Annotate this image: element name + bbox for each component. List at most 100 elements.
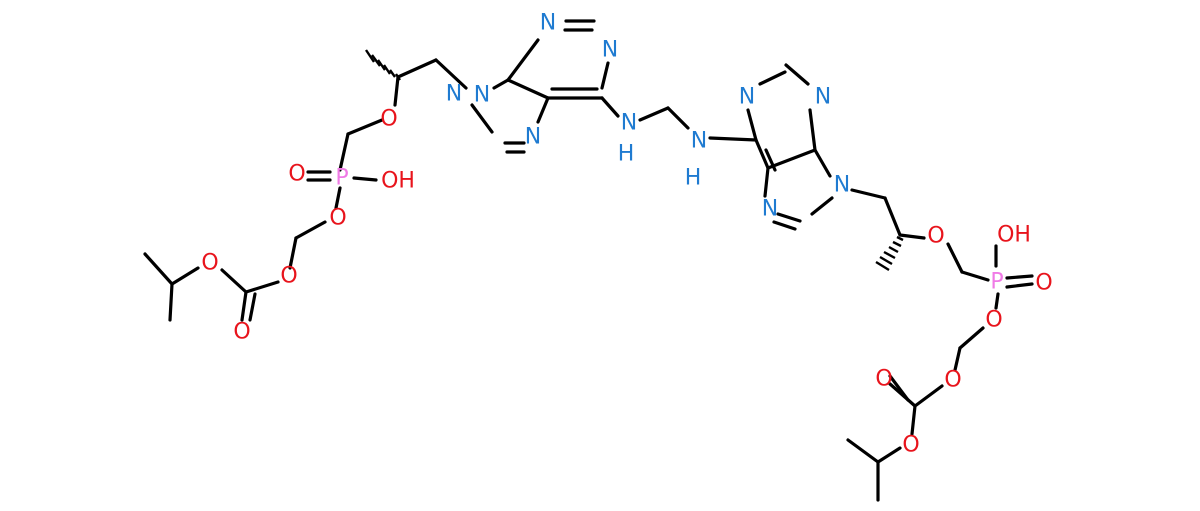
oxygen-atom: O — [380, 107, 397, 132]
bond — [994, 292, 1000, 310]
bond — [898, 233, 926, 240]
bond — [946, 242, 964, 274]
nitrogen-atom: N — [621, 111, 637, 136]
bond — [776, 212, 802, 223]
bond — [170, 266, 200, 286]
bond — [763, 166, 770, 198]
bond — [846, 438, 880, 464]
bond — [393, 75, 400, 107]
nitrogen-atom: N — [602, 38, 618, 63]
bond — [600, 61, 610, 90]
bond — [772, 220, 797, 231]
nitrogen-atom: N — [540, 11, 556, 36]
hydrogen-atom: H — [685, 166, 702, 191]
hash-line — [371, 54, 381, 67]
bond — [784, 63, 810, 86]
bond — [888, 374, 910, 402]
oxygen-atom: O — [875, 367, 892, 392]
bond — [1005, 274, 1034, 280]
nitrogen-atom: N — [762, 197, 778, 222]
bond — [708, 136, 758, 142]
nitrogen-atom: N — [691, 129, 707, 154]
bond — [808, 108, 817, 152]
nitrogen-atom: N — [834, 173, 850, 198]
nitrogen-atom: N — [739, 85, 755, 110]
oxygen-atom: O — [944, 368, 961, 393]
hash-line — [883, 250, 896, 260]
hash-line — [879, 255, 893, 266]
oxygen-atom: O — [288, 162, 305, 187]
bond — [220, 268, 248, 294]
bond — [766, 148, 817, 170]
bond — [666, 106, 690, 130]
bond — [288, 236, 298, 270]
bond — [600, 96, 620, 118]
bond — [492, 78, 510, 90]
bond — [244, 280, 280, 294]
bond — [240, 290, 248, 322]
bond — [953, 346, 962, 372]
hash-line — [395, 73, 401, 81]
hydroxyl-group: OH — [381, 169, 415, 194]
hash-line — [892, 240, 902, 248]
atom-labels: N N N N N N H N H N N N N O O P OH O O O… — [201, 11, 1052, 458]
phosphorus-atom: P — [335, 166, 348, 191]
bond — [913, 384, 944, 408]
oxygen-atom: O — [329, 206, 346, 231]
hash-line — [365, 49, 375, 63]
bond — [470, 103, 494, 134]
bond — [876, 446, 902, 464]
bond — [352, 176, 378, 182]
hash-line — [875, 260, 890, 272]
phosphorus-atom: P — [990, 270, 1003, 295]
oxygen-atom: O — [902, 433, 919, 458]
bond — [850, 188, 887, 200]
bond — [883, 196, 902, 237]
hash-line — [377, 59, 386, 71]
stereo-hashed-bond — [365, 49, 401, 81]
bond — [338, 132, 350, 172]
bond — [764, 148, 777, 172]
hash-line — [383, 64, 391, 75]
bond — [758, 70, 787, 86]
hydrogen-atom: H — [618, 142, 635, 167]
bonds — [143, 19, 1034, 502]
nitrogen-atom: N — [815, 85, 831, 110]
bond — [810, 196, 834, 216]
bond — [746, 108, 758, 142]
nitrogen-atom: N — [446, 82, 462, 107]
bond — [506, 78, 550, 100]
bond — [346, 118, 384, 136]
bond — [910, 404, 917, 436]
oxygen-atom: O — [927, 224, 944, 249]
bond — [1005, 282, 1034, 289]
stereo-hashed-bond — [875, 235, 904, 272]
oxygen-atom: O — [233, 320, 250, 345]
bond — [168, 282, 174, 322]
bond — [813, 148, 832, 178]
hash-line — [389, 69, 396, 78]
bond — [294, 220, 327, 240]
nitrogen-atom: N — [525, 125, 541, 150]
bond — [334, 186, 342, 210]
bond — [434, 58, 468, 90]
oxygen-atom: O — [985, 308, 1002, 333]
bond — [536, 96, 550, 124]
bond — [638, 106, 670, 122]
bond — [248, 292, 257, 322]
nitrogen-atom: N — [474, 83, 490, 108]
bond — [958, 326, 985, 350]
bond — [143, 252, 174, 286]
oxygen-atom: O — [201, 251, 218, 276]
bond — [506, 38, 540, 82]
hash-line — [888, 245, 899, 254]
bond — [396, 58, 438, 79]
oxygen-atom: O — [1035, 271, 1052, 296]
bond — [960, 270, 990, 282]
oxygen-atom: O — [280, 264, 297, 289]
hash-line — [896, 235, 904, 242]
bond — [754, 138, 770, 170]
hydroxyl-group: OH — [997, 223, 1031, 248]
